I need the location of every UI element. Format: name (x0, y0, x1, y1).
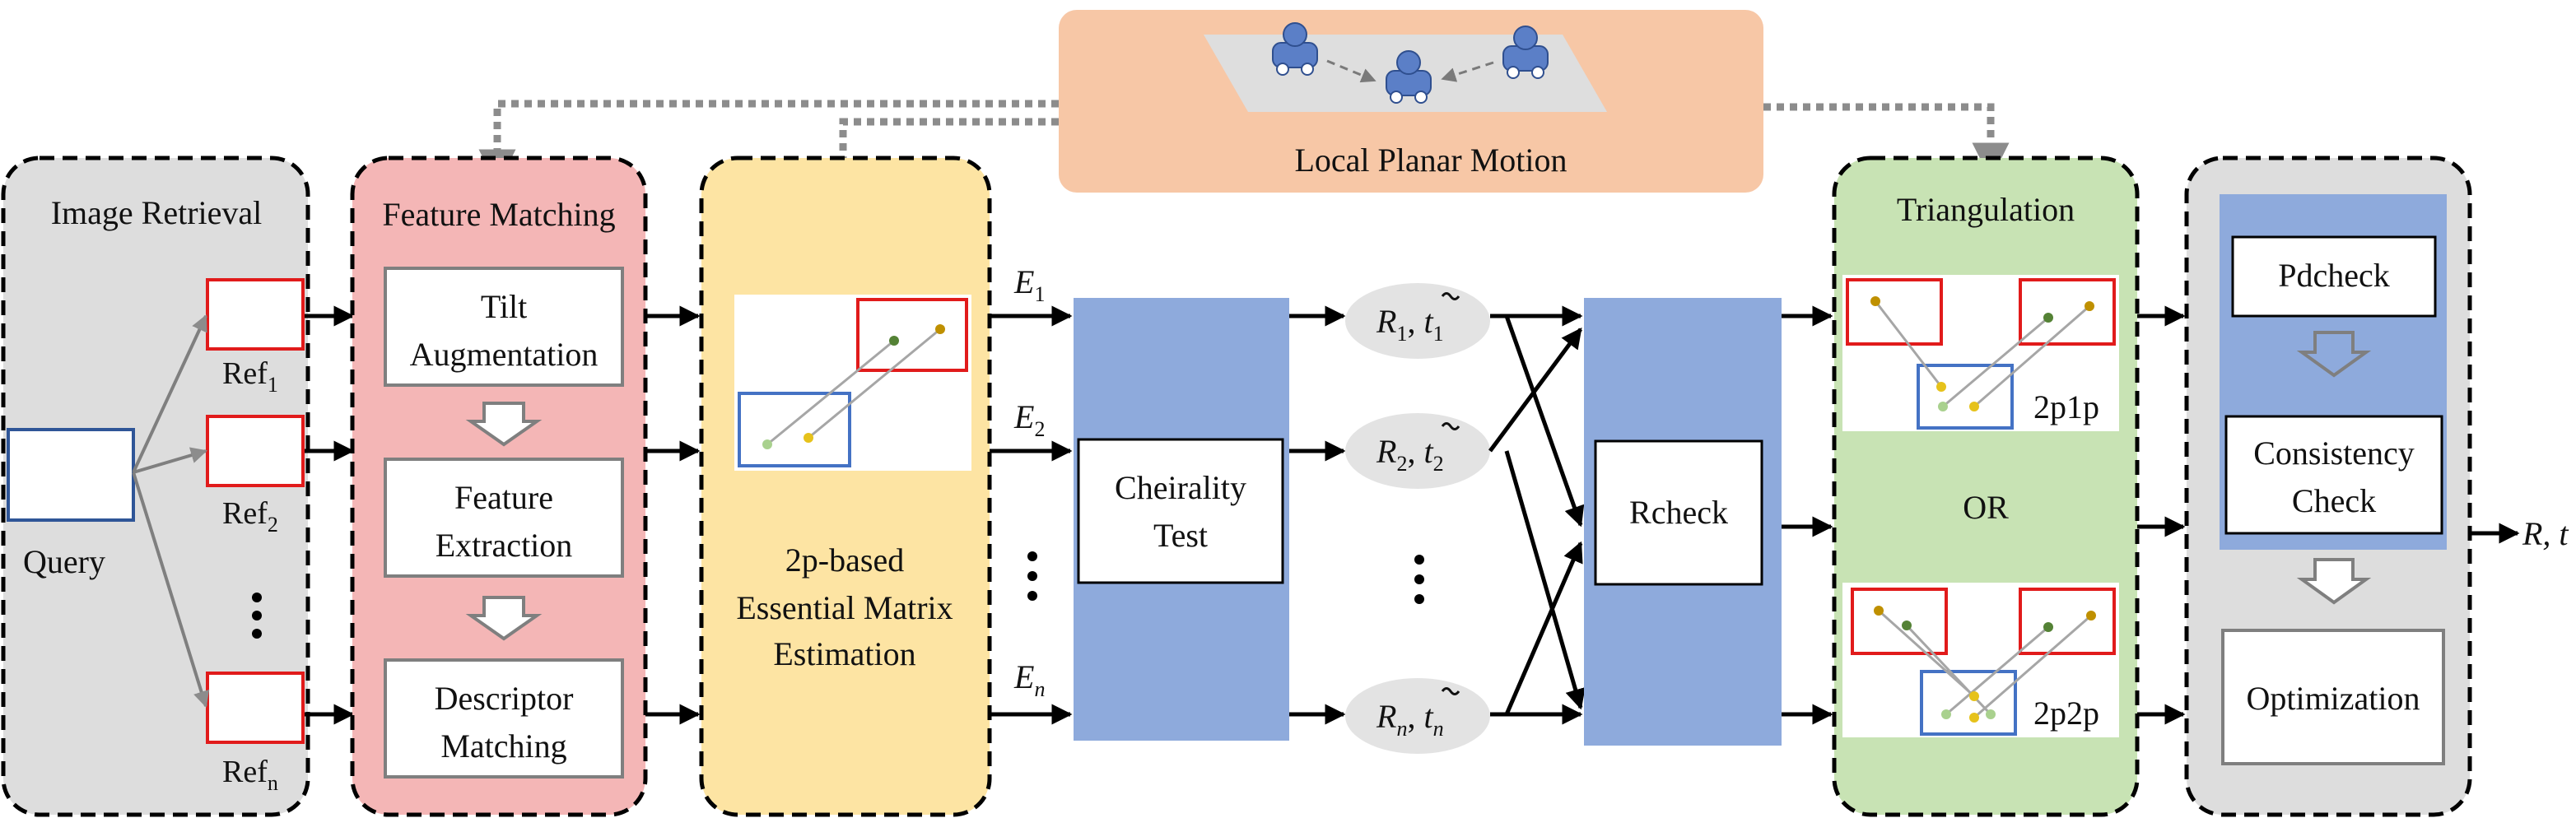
ref-2-label: Ref2 (222, 496, 278, 537)
or-label: OR (1963, 489, 2009, 526)
tilde-marks (1441, 292, 1460, 695)
down-arrow-icon (465, 596, 543, 641)
label-2p2p: 2p2p (2033, 695, 2099, 732)
descriptor-matching-line1: Descriptor (435, 680, 574, 717)
feature-extraction-box (384, 458, 624, 578)
rcheck-label: Rcheck (1629, 494, 1728, 531)
ref-1-label: Ref1 (222, 356, 278, 397)
essential-red-frame (856, 298, 968, 372)
optimization-label: Optimization (2246, 680, 2420, 717)
pdcheck-box (2231, 235, 2437, 318)
rcheck-box (1594, 439, 1763, 586)
cheirality-block: Cheirality Test (1074, 298, 1289, 741)
robot-icon (1502, 26, 1549, 79)
arrows-to-essential (645, 305, 701, 725)
cheirality-test-box (1077, 438, 1284, 584)
local-planar-motion-label: Local Planar Motion (1294, 142, 1567, 179)
ref-image-1 (206, 278, 305, 351)
ref-image-n (206, 672, 305, 744)
down-arrow-icon (2296, 331, 2372, 378)
checks-panel: Pdcheck Consistency Check Optimization (2184, 156, 2472, 817)
cheirality-line1: Cheirality (1115, 469, 1246, 506)
pose-candidates: R1, t1 R2, t2 Rn, tn (1345, 283, 1490, 754)
consistency-line2: Check (2292, 482, 2376, 519)
query-label: Query (23, 543, 105, 580)
query-image (7, 428, 135, 522)
ellipsis-dots (1027, 551, 1037, 601)
essential-line3: Estimation (773, 635, 915, 672)
cheirality-line2: Test (1153, 517, 1208, 554)
local-planar-motion-box: Local Planar Motion (1059, 10, 1763, 193)
pose-ellipse-n (1345, 678, 1490, 754)
robot-icon (1272, 22, 1318, 76)
arrows-to-rcheck (1488, 305, 1586, 725)
tilt-augmentation-box (384, 267, 624, 387)
arrows-to-checks (2137, 305, 2186, 725)
arrows-to-triangulation (1782, 305, 1833, 725)
retrieval-arrows (132, 314, 210, 708)
pose-ellipse-1 (1345, 283, 1490, 359)
feature-extraction-line2: Extraction (436, 527, 573, 564)
motion-arrow (1441, 61, 1494, 82)
rcheck-block: Rcheck (1584, 298, 1782, 746)
e1-label: E1 (1013, 263, 1045, 306)
ref-image-2 (206, 415, 305, 487)
arrows-to-poses (1289, 305, 1346, 725)
tilt-augmentation-line2: Augmentation (410, 336, 599, 373)
descriptor-matching-box (384, 658, 624, 779)
tilt-augmentation-line1: Tilt (481, 288, 527, 325)
e2-label: E2 (1013, 398, 1045, 441)
pose-ellipse-2 (1345, 413, 1490, 489)
down-arrow-icon (2296, 558, 2372, 605)
essential-line1: 2p-based (785, 541, 904, 579)
output-label: R, t (2522, 515, 2569, 552)
ref-n-label: Refn (222, 755, 278, 795)
dotted-arrow-triangulation (1763, 103, 2010, 180)
descriptor-matching-line2: Matching (440, 727, 566, 765)
essential-line2: Essential Matrix (736, 589, 953, 626)
essential-illustration (734, 295, 971, 471)
feature-matching-title: Feature Matching (382, 196, 615, 233)
essential-matrix-panel: 2p-based Essential Matrix Estimation (699, 156, 992, 817)
consistency-line1: Consistency (2253, 435, 2415, 472)
optimization-box (2221, 629, 2445, 765)
robot-icon (1386, 50, 1432, 104)
dotted-arrow-feature-matching (478, 100, 1059, 187)
ellipsis-dots (1414, 555, 1424, 604)
pdcheck-label: Pdcheck (2278, 257, 2390, 294)
image-retrieval-panel: Image Retrieval Query Ref1 Ref2 Refn (1, 156, 310, 817)
en-label: En (1013, 658, 1045, 701)
triangulation-2p1p-illustration (1842, 275, 2119, 431)
pose-1-label: R1, t1 (1376, 303, 1444, 346)
feature-matching-panel: Feature Matching Tilt Augmentation Featu… (350, 156, 648, 817)
consistency-check-box (2224, 415, 2443, 535)
triangulation-panel: Triangulation 2p1p OR 2p2p (1832, 156, 2140, 817)
down-arrow-icon (465, 402, 543, 447)
feature-extraction-line1: Feature (454, 479, 553, 516)
triangulation-title: Triangulation (1897, 191, 2075, 228)
ellipsis-dots (252, 593, 262, 639)
e-arrows (990, 305, 1073, 725)
label-2p1p: 2p1p (2033, 388, 2099, 425)
image-retrieval-title: Image Retrieval (51, 194, 263, 231)
essential-blue-frame (738, 392, 851, 467)
pose-2-label: R2, t2 (1376, 433, 1444, 476)
pose-n-label: Rn, tn (1376, 698, 1444, 741)
arrows-to-feature-matching (305, 305, 355, 725)
motion-arrow (1326, 59, 1377, 83)
